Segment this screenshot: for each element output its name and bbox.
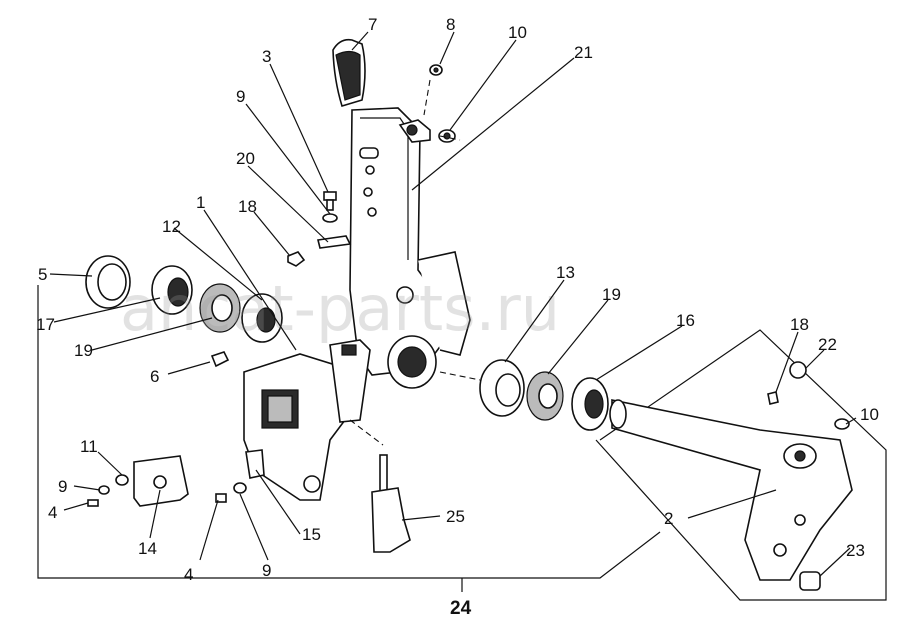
- callout-25: 25: [446, 507, 465, 526]
- callout-7: 7: [368, 15, 377, 34]
- callout-14: 14: [138, 539, 157, 558]
- callout-3: 3: [262, 47, 271, 66]
- callout-18-right: 18: [790, 315, 809, 334]
- nut-part-10-right: [834, 418, 850, 430]
- nut-part-18-right: [767, 391, 779, 405]
- pedal-part-25: [371, 454, 411, 553]
- ring-part-12: [241, 293, 283, 343]
- callout-10-top: 10: [508, 23, 527, 42]
- callout-21: 21: [574, 43, 593, 62]
- nut-part-6: [210, 351, 230, 368]
- callout-23: 23: [846, 541, 865, 560]
- callout-labels: 7 8 10 21 3 9 20 1 18 12 5 17 19 6 13 19…: [36, 15, 879, 619]
- bushing-part-23: [799, 571, 821, 591]
- bearing-part-19-left: [199, 283, 241, 333]
- callout-4-lower: 4: [184, 565, 193, 584]
- callout-19-right: 19: [602, 285, 621, 304]
- callout-5: 5: [38, 265, 47, 284]
- callout-6: 6: [150, 367, 159, 386]
- leader-lines: [49, 31, 857, 577]
- washer-part-8: [429, 64, 443, 76]
- seal-part-16: [571, 377, 609, 431]
- callout-8: 8: [446, 15, 455, 34]
- callout-2: 2: [664, 509, 673, 528]
- spacer-part-22: [789, 361, 807, 379]
- callout-9-lower: 9: [262, 561, 271, 580]
- seal-part-17: [151, 265, 193, 315]
- assembly-bracket-24: [37, 285, 887, 601]
- callout-18-left: 18: [238, 197, 257, 216]
- callout-4-left: 4: [48, 503, 57, 522]
- callout-10-right: 10: [860, 405, 879, 424]
- bolt-part-4-left: [87, 499, 99, 507]
- callout-9-lower-left: 9: [58, 477, 67, 496]
- callout-20: 20: [236, 149, 255, 168]
- clip-part-20: [317, 235, 352, 249]
- bolt-part-3: [323, 191, 337, 211]
- callout-13: 13: [556, 263, 575, 282]
- bolt-part-4-lower: [215, 493, 227, 503]
- bracket-housing: [243, 339, 371, 501]
- knob-part-7: [332, 38, 366, 107]
- watermark-text: ancat-parts.ru: [120, 272, 560, 345]
- ring-part-13: [479, 359, 525, 417]
- bearing-part-19-right: [526, 371, 564, 421]
- ring-nut-part-5: [85, 255, 131, 309]
- washer-part-9-lower-left: [98, 485, 110, 495]
- lever-arm: [349, 107, 471, 389]
- callout-22: 22: [818, 335, 837, 354]
- callout-16: 16: [676, 311, 695, 330]
- callout-15: 15: [302, 525, 321, 544]
- callout-17: 17: [36, 315, 55, 334]
- cover-plate-part-14: [133, 455, 189, 507]
- callout-24: 24: [450, 598, 472, 619]
- callout-11: 11: [80, 437, 98, 456]
- callout-1: 1: [196, 193, 205, 212]
- callout-9-upper: 9: [236, 87, 245, 106]
- washer-part-9-upper: [322, 213, 338, 223]
- callout-12: 12: [162, 217, 181, 236]
- nut-part-10-top: [438, 129, 456, 143]
- tab-part-15: [245, 449, 265, 479]
- washer-part-9-lower: [233, 482, 247, 494]
- washer-part-11: [115, 474, 129, 486]
- callout-19-left: 19: [74, 341, 93, 360]
- nut-part-18-left: [287, 251, 306, 267]
- shaft-part-2: [609, 399, 853, 581]
